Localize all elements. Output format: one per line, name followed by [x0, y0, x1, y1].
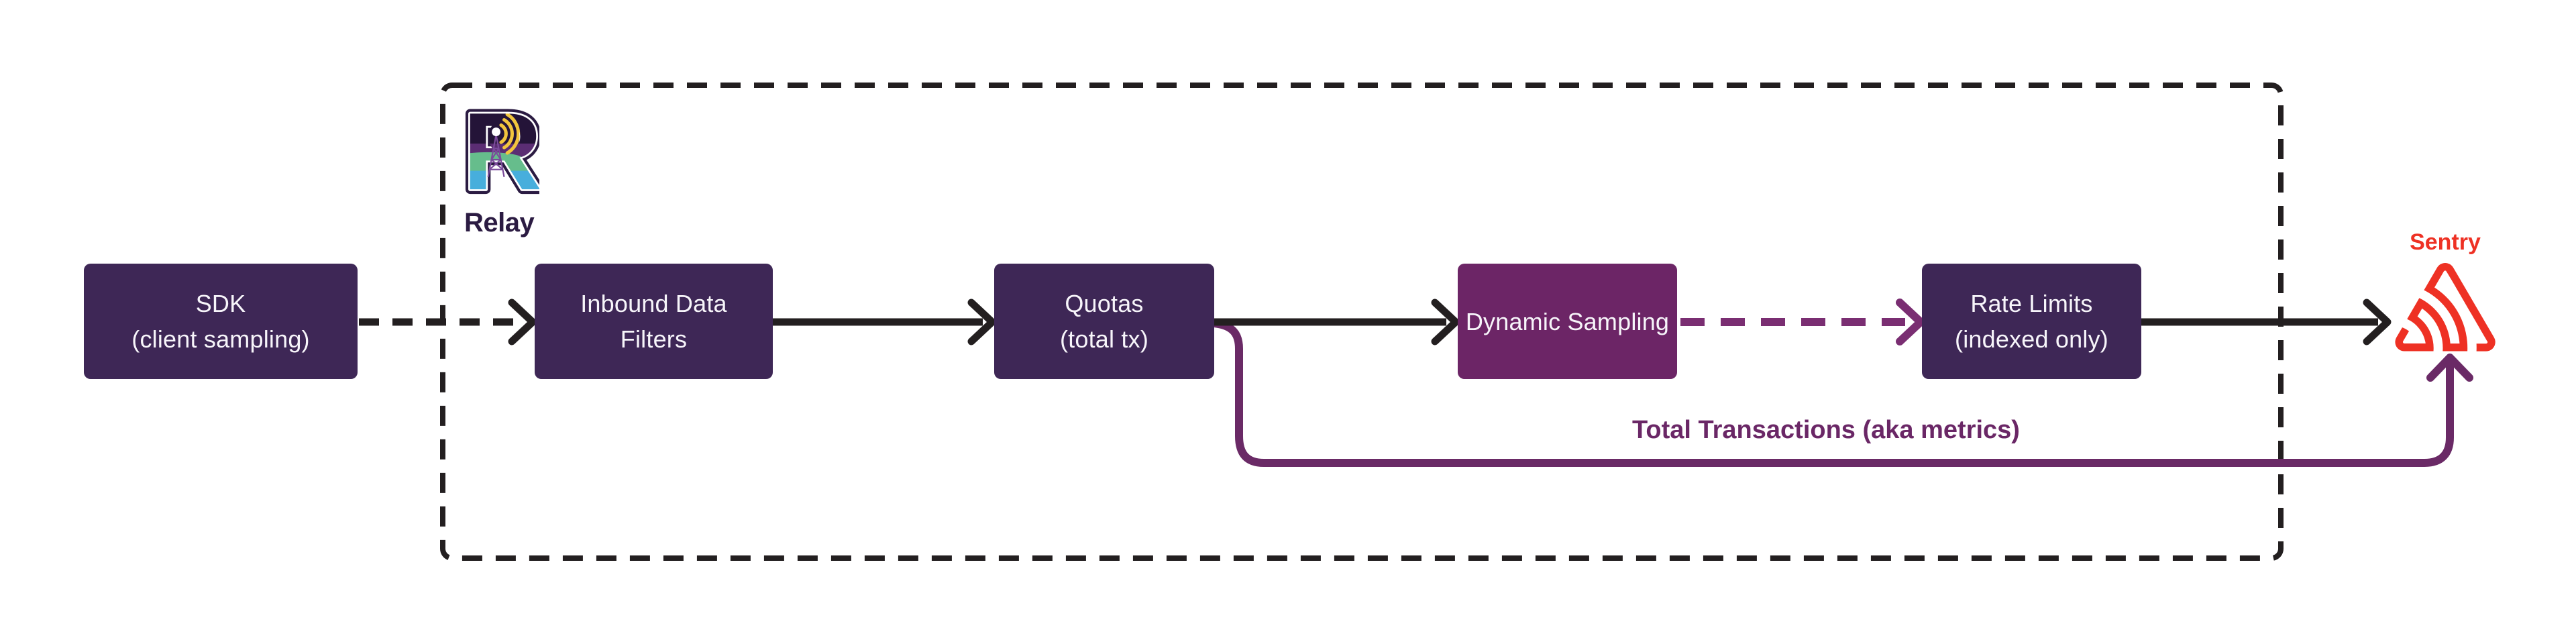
node-sdk: SDK (client sampling) — [84, 264, 358, 379]
node-dynamic-line1: Dynamic Sampling — [1465, 307, 1670, 335]
node-sdk-line2: (client sampling) — [131, 325, 310, 353]
node-dynamic-sampling: Dynamic Sampling — [1458, 264, 1677, 379]
node-quotas-line1: Quotas — [1065, 290, 1144, 317]
edge-quotas-to-dynamic-arrowhead — [1431, 299, 1460, 345]
node-rate-line1: Rate Limits — [1970, 290, 2093, 317]
edge-filters-to-quotas-arrowhead — [967, 299, 996, 345]
node-quotas-line2: (total tx) — [1059, 325, 1149, 353]
node-sdk-line1: SDK — [195, 290, 246, 317]
edge-metrics-line — [1210, 319, 2454, 467]
edge-dynamic-to-rate-arrowhead — [1896, 299, 1925, 345]
relay-label: Relay — [464, 208, 535, 237]
edge-rate-to-sentry-arrowhead — [2363, 299, 2392, 345]
node-filters-line1: Inbound Data — [580, 290, 727, 317]
node-inbound-data-filters: Inbound Data Filters — [535, 264, 773, 379]
node-rate-limits: Rate Limits (indexed only) — [1922, 264, 2141, 379]
sentry-label: Sentry — [2410, 229, 2481, 255]
edge-sdk-to-filters-arrowhead — [508, 299, 537, 345]
relay-logo-icon: R R R — [462, 105, 539, 199]
node-rate-line2: (indexed only) — [1955, 325, 2108, 353]
node-quotas: Quotas (total tx) — [994, 264, 1214, 379]
edge-metrics-arrowhead — [2426, 354, 2473, 382]
metrics-edge-label: Total Transactions (aka metrics) — [1632, 416, 2020, 444]
node-filters-line2: Filters — [620, 325, 688, 353]
sentry-logo-icon — [2395, 263, 2496, 352]
